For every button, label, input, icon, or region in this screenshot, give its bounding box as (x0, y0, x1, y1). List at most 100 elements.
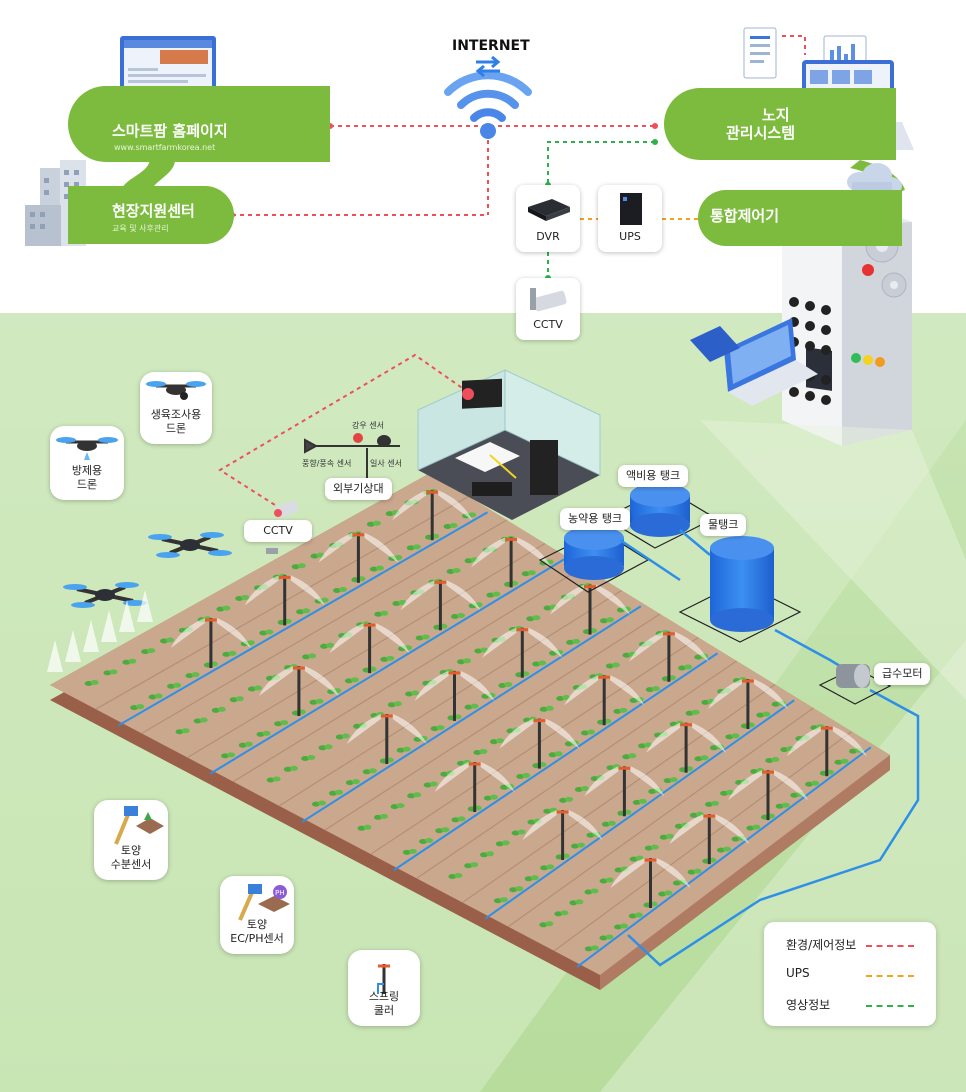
node-dot (652, 123, 658, 129)
ups-label: UPS (619, 230, 641, 243)
legend-label-2: 영상정보 (786, 998, 831, 1012)
crop-plant (775, 802, 790, 809)
field-row-line (95, 495, 469, 710)
crop-plant (483, 794, 498, 801)
crop-plant (746, 824, 761, 831)
field-row-line (462, 684, 776, 903)
irrigation-pipe (301, 605, 642, 823)
dvr-box[interactable]: DVR (516, 185, 580, 252)
crop-plant (256, 730, 271, 737)
crop-plant (659, 833, 674, 840)
field-top (50, 473, 890, 975)
crop-plant (622, 753, 637, 760)
soil-ecph-line2: EC/PH센서 (230, 932, 284, 945)
crop-plant (765, 757, 780, 763)
nutrient-tank-label: 액비용 탱크 (618, 465, 689, 487)
crop-plant (430, 725, 445, 732)
irrigation-pipe (484, 699, 795, 920)
rain-sensor-label: 강우 센서 (352, 421, 384, 430)
crop-plant (443, 523, 458, 529)
crop-plant (486, 591, 501, 598)
field-row-line (416, 660, 738, 879)
crop-plant (302, 653, 317, 660)
crop-plant (387, 701, 402, 708)
smartfarm-homepage-panel[interactable]: 스마트팜 홈페이지 www.smartfarmkorea.net (68, 86, 330, 162)
ups-box[interactable]: UPS (598, 185, 662, 252)
drone (63, 582, 147, 608)
crop-plant (320, 642, 335, 649)
crop-plant (498, 682, 513, 688)
crop-plant (480, 851, 494, 858)
crop-plant (540, 864, 555, 871)
crop-plant (581, 729, 595, 736)
sprinkler-line2: 쿨러 (373, 1004, 395, 1017)
crop-plant (216, 605, 231, 612)
crop-plant (405, 690, 420, 697)
sprinkler-head (646, 722, 727, 773)
crop-plant (266, 776, 281, 783)
crop-plant (584, 945, 599, 952)
integrated-controller-panel[interactable]: 통합제어기 (698, 190, 902, 246)
crop-plant (509, 886, 524, 893)
crop-plant (446, 568, 461, 574)
crop-plant (374, 813, 388, 820)
crop-plant (211, 706, 226, 713)
dvr-icon (528, 199, 570, 221)
crop-plant (493, 897, 508, 904)
crop-plant (559, 796, 574, 803)
video-info-lines (547, 141, 655, 278)
crop-plant (247, 685, 262, 692)
openfield-management-panel[interactable]: 노지 관리시스템 (664, 88, 896, 160)
sprinkler-head (499, 718, 580, 769)
crop-plant (605, 662, 620, 669)
pump-motor-icon (818, 664, 892, 705)
smartfarm-homepage-url[interactable]: www.smartfarmkorea.net (114, 143, 216, 152)
crop-plant (613, 707, 628, 714)
crop-plant (599, 877, 614, 884)
irrigation-pipe (393, 652, 719, 872)
sprinkler-head (400, 580, 481, 631)
homepage-monitor-icon (120, 36, 226, 113)
crop-plant (834, 758, 849, 765)
support-center-panel[interactable]: 현장지원센터 교육 및 사후관리 (68, 186, 234, 244)
crop-plant (473, 749, 488, 755)
crop-plant (175, 728, 190, 735)
crop-plant (516, 773, 531, 779)
crop-plant (566, 638, 581, 645)
crop-plant (406, 544, 421, 551)
soil-moisture-line2: 수분센서 (110, 858, 152, 871)
crop-plant (423, 781, 438, 788)
crop-plant (663, 777, 678, 784)
crop-plant (448, 873, 463, 879)
support-center-subtitle: 교육 및 사후관리 (112, 224, 169, 233)
crop-plant (658, 890, 673, 897)
crop-plant (374, 610, 389, 617)
legend-line-2 (866, 1005, 914, 1007)
crop-plant (160, 637, 174, 644)
sprinkler-head (564, 675, 645, 726)
crop-plant (185, 672, 200, 679)
spray-drone-icon (56, 437, 118, 460)
crop-plant (318, 744, 333, 751)
growth-drone-line1: 생육조사용 (150, 408, 202, 421)
crop-plant (238, 741, 253, 748)
cctv-box[interactable]: CCTV (516, 278, 580, 340)
laptop-icon (690, 318, 818, 406)
crop-plant (291, 563, 306, 570)
crop-plant (600, 617, 614, 624)
crop-plant (539, 705, 554, 712)
crop-plant (678, 664, 693, 671)
drone-icon (146, 381, 206, 400)
crop-plant (628, 912, 643, 919)
legend-label-0: 환경/제어정보 (786, 938, 857, 952)
crop-plant (259, 629, 274, 636)
field-row-line (324, 613, 661, 831)
sprinkler-head (258, 666, 339, 716)
soil-moisture-line1: 토양 (120, 844, 142, 857)
